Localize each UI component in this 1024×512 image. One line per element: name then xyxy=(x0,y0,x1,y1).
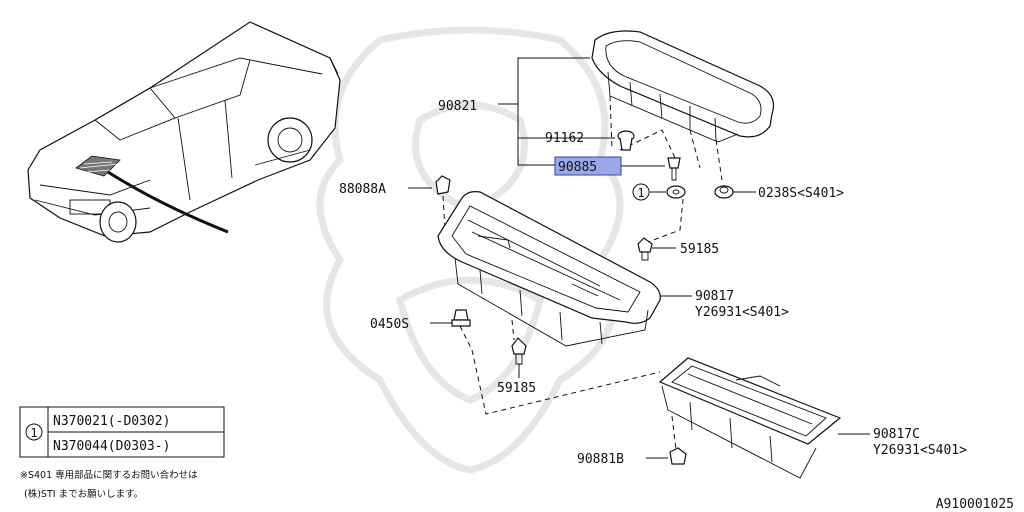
leader-90821 xyxy=(498,57,615,166)
figure-id: A910001025 xyxy=(936,497,1014,512)
guide-line xyxy=(619,129,677,161)
clip-91162-icon xyxy=(617,130,635,151)
note-line-2: (株)STI までお願いします。 xyxy=(24,488,143,500)
label-88088A: 88088A xyxy=(339,182,386,197)
label-90821: 90821 xyxy=(438,99,477,114)
label-90881B: 90881B xyxy=(577,452,624,467)
note-line-1: ※S401 専用部品に関するお問い合わせは xyxy=(20,469,198,481)
guide-line xyxy=(689,129,701,169)
legend-table: 1 N370021(-D0302) N370044(D0303-) xyxy=(19,406,225,458)
guide-line xyxy=(715,139,723,181)
part-90821-scoop xyxy=(591,30,775,143)
fastener-ref-1-icon xyxy=(666,185,686,199)
legend-row-1: N370021(-D0302) xyxy=(53,414,170,429)
legend-row-2: N370044(D0303-) xyxy=(53,439,170,454)
label-Y26931-bottom: Y26931<S401> xyxy=(873,443,967,458)
guide-line xyxy=(511,319,515,341)
guide-line xyxy=(647,189,685,243)
label-Y26931-top: Y26931<S401> xyxy=(695,305,789,320)
clip-59185-top-icon xyxy=(637,237,653,261)
legend-key: 1 xyxy=(30,426,37,440)
label-90817C: 90817C xyxy=(873,427,920,442)
ref-circle-1: 1 xyxy=(632,183,650,201)
clip-90881B-icon xyxy=(669,447,687,465)
part-90817C-insert xyxy=(658,357,842,479)
label-91162: 91162 xyxy=(545,131,584,146)
part-90817-grille xyxy=(437,191,661,347)
label-0450S: 0450S xyxy=(370,317,409,332)
label-90885: 90885 xyxy=(558,160,597,175)
watermark-emblem xyxy=(316,26,624,474)
guide-line xyxy=(609,95,613,151)
car-illustration xyxy=(27,21,341,243)
guide-line xyxy=(459,325,661,415)
guide-line xyxy=(671,415,677,451)
clip-88088A-icon xyxy=(435,175,451,195)
screw-90885-icon xyxy=(667,157,681,181)
label-59185-bottom: 59185 xyxy=(497,381,536,396)
ref-circle-1-number: 1 xyxy=(637,186,644,200)
nut-0238S-icon xyxy=(714,185,734,199)
label-90817: 90817 xyxy=(695,289,734,304)
screw-0450S-icon xyxy=(451,309,471,327)
label-59185-top: 59185 xyxy=(680,242,719,257)
label-0238S: 0238S<S401> xyxy=(758,186,844,201)
